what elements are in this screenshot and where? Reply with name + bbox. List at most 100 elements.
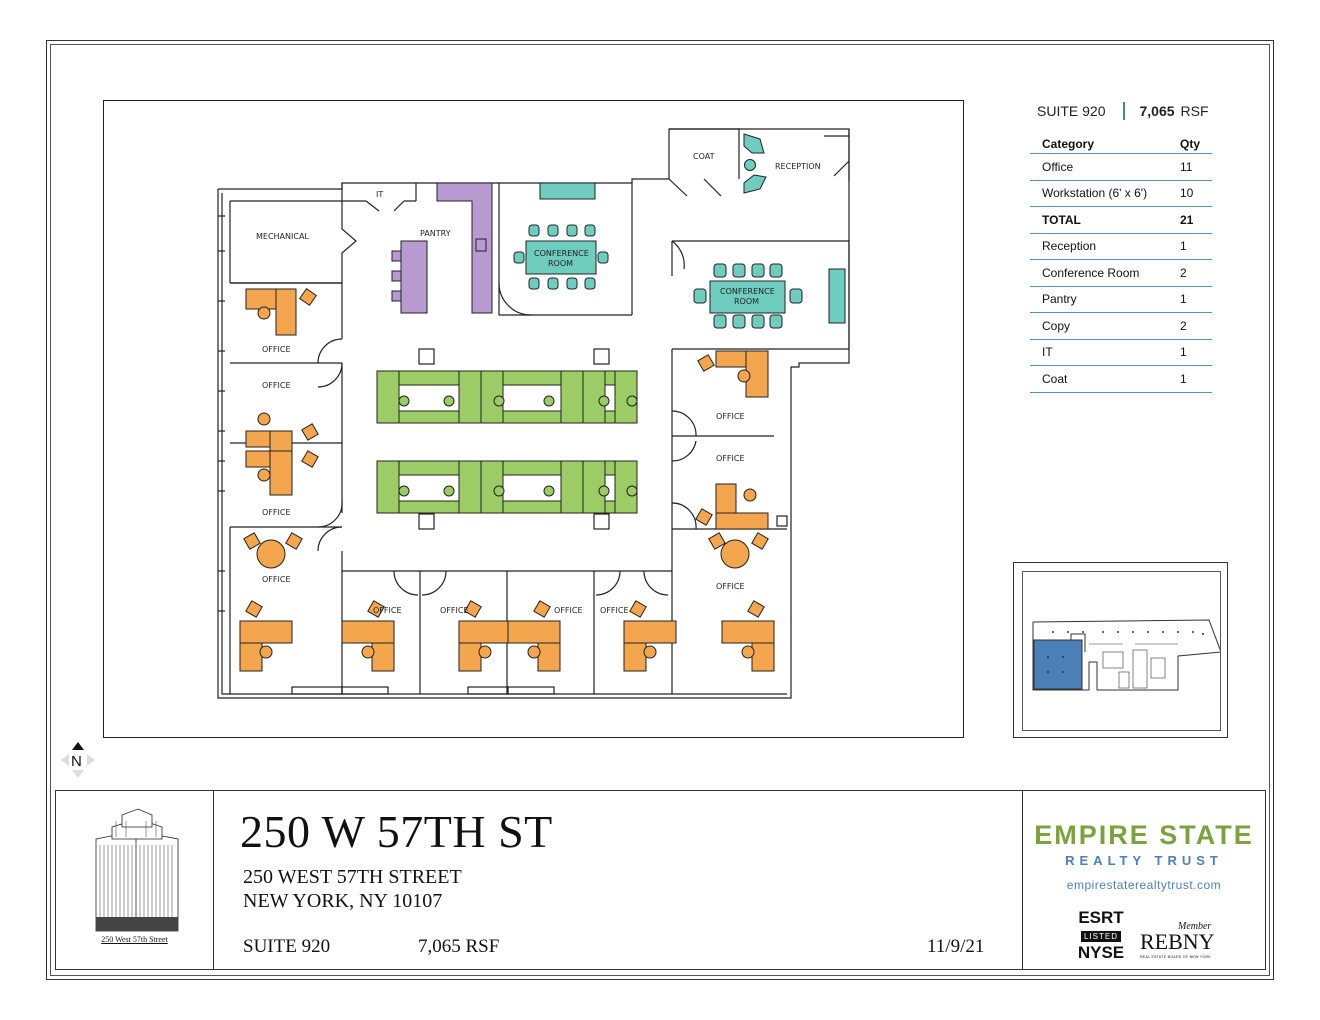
workstation-chair bbox=[543, 395, 555, 407]
plan-date: 11/9/21 bbox=[927, 936, 985, 957]
office-guest-chair bbox=[708, 532, 726, 550]
building-illustration bbox=[95, 808, 179, 932]
row-qty: 11 bbox=[1180, 153, 1212, 181]
office-desk bbox=[458, 642, 482, 672]
nyse-logo-mid: LISTED bbox=[1080, 931, 1121, 942]
office-guest-chair bbox=[301, 450, 319, 468]
rebny-name: REBNY bbox=[1140, 929, 1215, 954]
key-map-drawing bbox=[1032, 619, 1222, 691]
workstation-chair bbox=[443, 395, 455, 407]
nyse-logo-bottom: NYSE bbox=[1077, 943, 1125, 962]
rebny-subtitle: REAL ESTATE BOARD OF NEW YORK bbox=[1140, 955, 1211, 959]
workstation-desk bbox=[560, 460, 584, 514]
office-chair bbox=[741, 645, 755, 659]
conference-chair bbox=[789, 288, 803, 304]
conference-chair bbox=[597, 251, 609, 264]
building-caption: 250 West 57th Street bbox=[101, 935, 168, 944]
title-suite: SUITE 920 bbox=[243, 936, 331, 957]
office-guest-chair bbox=[747, 600, 765, 618]
office-desk bbox=[239, 620, 293, 644]
title-rsf: 7,065 RSF bbox=[418, 936, 500, 957]
row-category: Reception bbox=[1030, 233, 1180, 260]
summary-rsf-value: 7,065 bbox=[1139, 103, 1175, 119]
room-label-office: OFFICE bbox=[262, 508, 291, 517]
room-label-conference-1: CONFERENCE bbox=[534, 249, 589, 258]
conference-chair bbox=[584, 224, 596, 237]
address-line-1: 250 WEST 57TH STREET bbox=[243, 866, 462, 888]
table-header-category: Category bbox=[1030, 134, 1180, 154]
workstation-desk bbox=[614, 370, 638, 424]
workstation-chair bbox=[398, 485, 410, 497]
floor-key-map bbox=[1013, 562, 1228, 738]
row-qty: 1 bbox=[1180, 286, 1212, 313]
row-category: Workstation (6' x 6') bbox=[1030, 180, 1180, 207]
office-chair bbox=[737, 369, 751, 383]
room-label-mechanical: MECHANICAL bbox=[256, 232, 309, 241]
row-qty: 1 bbox=[1180, 233, 1212, 260]
conference-chair bbox=[566, 277, 578, 290]
room-label-office: OFFICE bbox=[716, 454, 745, 463]
office-desk bbox=[751, 642, 775, 672]
conference-chair bbox=[566, 224, 578, 237]
row-category: TOTAL bbox=[1030, 206, 1180, 234]
office-guest-chair bbox=[464, 600, 482, 618]
workstation-desk bbox=[458, 460, 482, 514]
office-desk bbox=[715, 512, 769, 530]
conference-chair bbox=[713, 263, 727, 278]
room-label-conference-1-b: ROOM bbox=[548, 259, 573, 268]
table-header-qty: Qty bbox=[1180, 134, 1212, 154]
room-label-office: OFFICE bbox=[600, 606, 629, 615]
room-label-pantry: PANTRY bbox=[420, 229, 451, 238]
floor-plan: MECHANICAL IT PANTRY COAT RECEPTION CONF… bbox=[103, 100, 964, 738]
row-qty: 21 bbox=[1180, 206, 1212, 234]
key-map-inner bbox=[1022, 571, 1222, 731]
office-guest-chair bbox=[697, 354, 715, 372]
office-guest-chair bbox=[695, 508, 713, 526]
office-chair bbox=[259, 645, 273, 659]
office-chair bbox=[257, 468, 271, 482]
workstation-chair bbox=[598, 395, 610, 407]
conference-chair bbox=[528, 277, 540, 290]
row-category: Coat bbox=[1030, 365, 1180, 393]
office-desk bbox=[371, 642, 395, 672]
address-line-2: NEW YORK, NY 10107 bbox=[243, 890, 443, 912]
room-label-it: IT bbox=[376, 190, 383, 199]
workstation-desk bbox=[614, 460, 638, 514]
conference-chair bbox=[751, 314, 765, 329]
conference-chair bbox=[547, 224, 559, 237]
building-address-title: 250 W 57TH ST bbox=[240, 806, 553, 857]
conference-chair bbox=[769, 314, 783, 329]
workstation-chair bbox=[493, 395, 505, 407]
page-inner-border bbox=[50, 44, 1270, 976]
row-qty: 2 bbox=[1180, 312, 1212, 340]
office-desk bbox=[275, 288, 297, 336]
workstation-desk bbox=[560, 370, 584, 424]
office-desk bbox=[623, 620, 677, 644]
workstation-chair bbox=[493, 485, 505, 497]
esrt-logo-line1: EMPIRE STATE bbox=[1034, 820, 1254, 850]
conference-chair bbox=[547, 277, 559, 290]
row-qty: 1 bbox=[1180, 339, 1212, 366]
esrt-logo-line2: REALTY TRUST bbox=[1065, 853, 1223, 868]
workstation-chair bbox=[626, 485, 638, 497]
room-label-office: OFFICE bbox=[716, 412, 745, 421]
office-desk bbox=[623, 642, 647, 672]
nyse-logo-top: ESRT bbox=[1078, 908, 1124, 927]
table-row: Workstation (6' x 6')10 bbox=[1030, 180, 1212, 207]
page-outer-border bbox=[46, 40, 1274, 980]
workstation-chair bbox=[626, 395, 638, 407]
workstation-desk bbox=[480, 370, 504, 424]
row-category: Conference Room bbox=[1030, 259, 1180, 287]
row-qty: 2 bbox=[1180, 259, 1212, 287]
office-chair bbox=[643, 645, 657, 659]
table-header-row: Category Qty bbox=[1030, 134, 1212, 154]
office-guest-chair bbox=[629, 600, 647, 618]
room-label-office: OFFICE bbox=[716, 582, 745, 591]
row-category: Pantry bbox=[1030, 286, 1180, 313]
